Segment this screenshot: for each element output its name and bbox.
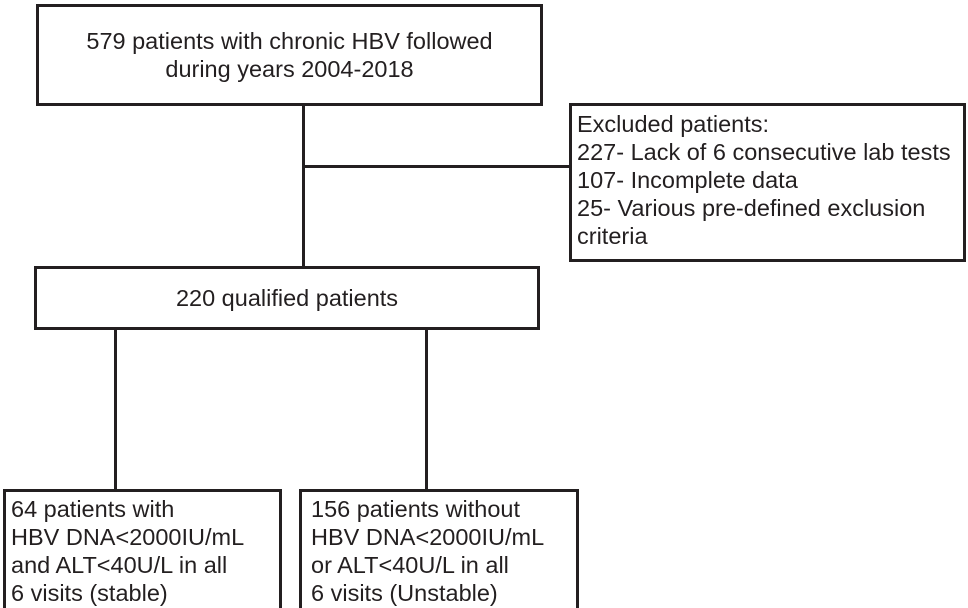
stable-group-label: 64 patients with HBV DNA<2000IU/mL and A… bbox=[11, 496, 245, 606]
unstable-group-box: 156 patients without HBV DNA<2000IU/mL o… bbox=[299, 489, 579, 608]
enrolled-cohort-label: 579 patients with chronic HBV followed d… bbox=[86, 28, 493, 82]
connector-qualified-to-unstable bbox=[425, 328, 428, 491]
excluded-patients-box: Excluded patients: 227- Lack of 6 consec… bbox=[569, 103, 966, 262]
connector-enrolled-to-qualified bbox=[302, 103, 305, 268]
qualified-patients-label: 220 qualified patients bbox=[175, 285, 399, 311]
qualified-patients-box: 220 qualified patients bbox=[34, 266, 540, 330]
stable-group-box: 64 patients with HBV DNA<2000IU/mL and A… bbox=[3, 489, 282, 608]
enrolled-cohort-box: 579 patients with chronic HBV followed d… bbox=[36, 4, 543, 106]
connector-qualified-to-stable bbox=[114, 328, 117, 491]
connector-enrolled-to-excluded bbox=[302, 165, 572, 168]
excluded-patients-label: Excluded patients: 227- Lack of 6 consec… bbox=[577, 111, 951, 249]
unstable-group-label: 156 patients without HBV DNA<2000IU/mL o… bbox=[311, 496, 545, 606]
